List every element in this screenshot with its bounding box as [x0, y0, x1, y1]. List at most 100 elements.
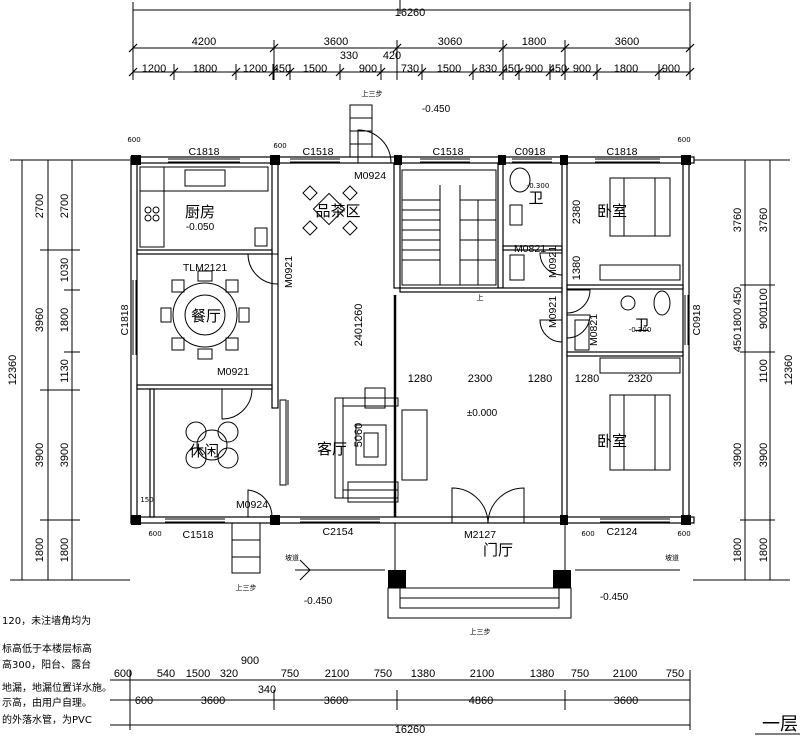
bottom-dim: 600	[114, 668, 132, 680]
top-sub-dim: 1800	[193, 63, 217, 75]
top-dim-1: 4200	[192, 36, 216, 48]
top-sub-dim: 900	[359, 63, 377, 75]
left-dim: 2700	[59, 194, 71, 218]
top-sub-dim: 1500	[303, 63, 327, 75]
bottom-dim: 3600	[324, 695, 348, 707]
top-sub-dim: 900	[662, 63, 680, 75]
walls	[130, 156, 695, 524]
left-dim: 1800	[34, 538, 46, 562]
right-dim: 3900	[758, 443, 770, 467]
window-code: C1818	[607, 146, 638, 158]
top-dim-4: 1800	[522, 36, 546, 48]
top-total-dim: 16260	[395, 7, 426, 19]
bottom-dim: 2100	[470, 668, 494, 680]
level-mark: -0.450	[600, 592, 629, 603]
left-dim: 2700	[34, 194, 46, 218]
bottom-dim: 750	[666, 668, 684, 680]
room-bedroom-1: 卧室	[597, 202, 627, 220]
col-dim: 600	[148, 530, 161, 538]
left-dim: 1130	[59, 359, 71, 383]
dining-table	[160, 270, 250, 360]
bottom-dim: 1380	[411, 668, 435, 680]
bottom-dim: 900	[241, 655, 259, 667]
left-dim: 3900	[34, 443, 46, 467]
bottom-dim: 750	[281, 668, 299, 680]
right-dim: 1800	[732, 308, 744, 332]
right-dim: 1800	[758, 538, 770, 562]
top-sub-dim: 450	[273, 63, 291, 75]
top-sub-dim: 900	[573, 63, 591, 75]
door-code: TLM2121	[183, 262, 228, 274]
door-code: M0921	[217, 366, 249, 378]
bottom-dim: 2100	[325, 668, 349, 680]
inner-dim: 2401260	[353, 304, 365, 347]
top-dim-2: 3600	[324, 36, 348, 48]
right-dim-small: 450	[732, 287, 744, 305]
left-dim: 1800	[59, 538, 71, 562]
bath-fixtures	[509, 167, 671, 351]
right-dim: 1800	[732, 538, 744, 562]
right-dim: 3900	[732, 443, 744, 467]
living-sofa	[279, 387, 428, 503]
room-kitchen: 厨房	[185, 203, 215, 221]
window-code: C0918	[515, 146, 546, 158]
entrance-rail	[394, 523, 566, 570]
window-code: C2154	[323, 526, 354, 538]
level-mark: -0.300	[527, 182, 550, 190]
top-sub-dim: 420	[383, 50, 401, 62]
window-code: C1818	[189, 146, 220, 158]
note-line: 高300，阳台、露台	[2, 658, 91, 671]
window-code: C1518	[433, 146, 464, 158]
windows	[132, 158, 689, 523]
top-dimensions: 16260 4200 3600 3060 1800 3600 1200 1800…	[128, 0, 695, 80]
room-dining: 餐厅	[191, 307, 221, 325]
top-sub-dim: 1200	[142, 63, 166, 75]
room-tea-area: 品茶区	[315, 202, 360, 220]
label-up: 上	[477, 293, 484, 302]
bottom-dim: 4860	[469, 695, 493, 707]
steps	[231, 104, 680, 619]
left-dim: 1030	[59, 258, 71, 282]
note-line: 120，未注墙角均为	[2, 614, 91, 627]
top-sub-dim: 730	[401, 63, 419, 75]
level-mark: -0.450	[422, 104, 451, 115]
bottom-dim: 340	[258, 684, 276, 696]
label-up-steps: 上三步	[236, 583, 257, 592]
right-dim: 3760	[732, 208, 744, 232]
door-code: M0924	[236, 499, 268, 511]
beds	[599, 177, 681, 471]
col-dim: 600	[581, 530, 594, 538]
top-sub-dim: 1200	[243, 63, 267, 75]
room-bedroom-2: 卧室	[597, 432, 627, 450]
top-sub-dim: 900	[525, 63, 543, 75]
level-mark: -0.050	[186, 222, 215, 233]
inner-dim: 2380	[571, 200, 583, 224]
left-dim: 3960	[34, 308, 46, 332]
bottom-dim: 750	[374, 668, 392, 680]
bottom-dim: 2100	[613, 668, 637, 680]
door-code: M0921	[547, 296, 559, 328]
label-ramp: 坡道	[665, 553, 679, 562]
level-mark: -0.300	[629, 326, 652, 334]
door-code: M2127	[464, 529, 496, 541]
right-dim: 1100	[758, 359, 770, 383]
top-sub-dim: 330	[340, 50, 358, 62]
top-dim-5: 3600	[615, 36, 639, 48]
col-dim: 600	[677, 136, 690, 144]
inner-dim: 1280	[575, 373, 599, 385]
note-line: 地漏，地漏位置详水施。	[2, 681, 112, 694]
note-line: 示高，由用户自理。	[2, 696, 92, 709]
bottom-total-dim: 16260	[395, 724, 426, 736]
door-code: M0921	[283, 256, 295, 288]
door-code: M0921	[547, 246, 559, 278]
inner-dim: 1380	[571, 256, 583, 280]
window-code: C1518	[303, 146, 334, 158]
tea-table	[302, 185, 358, 236]
col-dim: 600	[677, 530, 690, 538]
right-dim: 1100	[758, 288, 770, 312]
col-dim: 150	[140, 496, 153, 504]
inner-dim: 1280	[408, 373, 432, 385]
door-code: M0821	[514, 243, 546, 255]
door-code: M0821	[588, 314, 600, 346]
